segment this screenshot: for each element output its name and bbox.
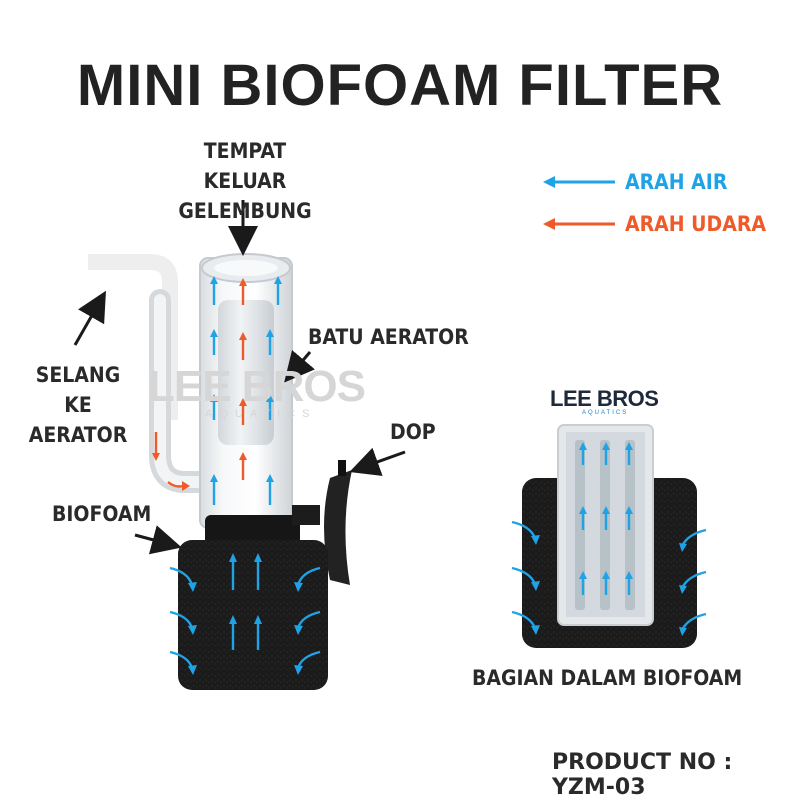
page-title: MINI BIOFOAM FILTER	[76, 53, 724, 118]
label-hose: SELANG KE AERATOR	[18, 360, 138, 450]
watermark-pipe-shape	[88, 254, 178, 420]
label-bubble-outlet-line1: TEMPAT KELUAR	[203, 139, 287, 193]
suction-cup-dop	[292, 460, 352, 585]
legend-air-label: ARAH UDARA	[625, 212, 767, 236]
label-hose-line1: SELANG	[35, 363, 121, 387]
label-biofoam: BIOFOAM	[52, 502, 152, 526]
label-bubble-outlet: TEMPAT KELUAR GELEMBUNG	[160, 136, 330, 226]
clear-tube	[199, 253, 293, 529]
brand-logo-sub: AQUATICS	[582, 410, 629, 416]
air-stone	[218, 300, 274, 445]
legend-air-arrow	[543, 218, 615, 230]
pointer-hose	[73, 290, 106, 346]
pointer-biofoam	[134, 525, 182, 555]
filter-collar	[205, 515, 300, 545]
pointer-arrows	[73, 200, 406, 555]
legend-water-label: ARAH AIR	[625, 170, 728, 194]
biofoam-inner-cutaway	[522, 424, 697, 648]
biofoam-sponge	[178, 540, 328, 690]
pointer-air-stone	[284, 349, 315, 383]
label-inner-biofoam: BAGIAN DALAM BIOFOAM	[472, 666, 743, 690]
watermark-logo: LEE BROS	[148, 362, 366, 411]
flow-arrows-foam-right	[511, 442, 707, 636]
brand-logo: LEE BROS	[550, 386, 659, 411]
air-hose	[149, 289, 216, 493]
legend-arrows	[543, 176, 615, 230]
watermark-sub: AQUATICS	[205, 408, 317, 420]
flow-arrows-foam-left	[169, 553, 321, 675]
product-number: PRODUCT NO : YZM-03	[552, 750, 733, 800]
label-bubble-outlet-line2: GELEMBUNG	[178, 199, 312, 223]
label-hose-line2: KE AERATOR	[28, 393, 128, 447]
legend-water-arrow	[543, 176, 615, 188]
label-air-stone: BATU AERATOR	[308, 325, 469, 349]
label-dop: DOP	[390, 420, 436, 444]
flow-arrows-tube	[152, 276, 282, 505]
pointer-dop	[349, 447, 406, 476]
